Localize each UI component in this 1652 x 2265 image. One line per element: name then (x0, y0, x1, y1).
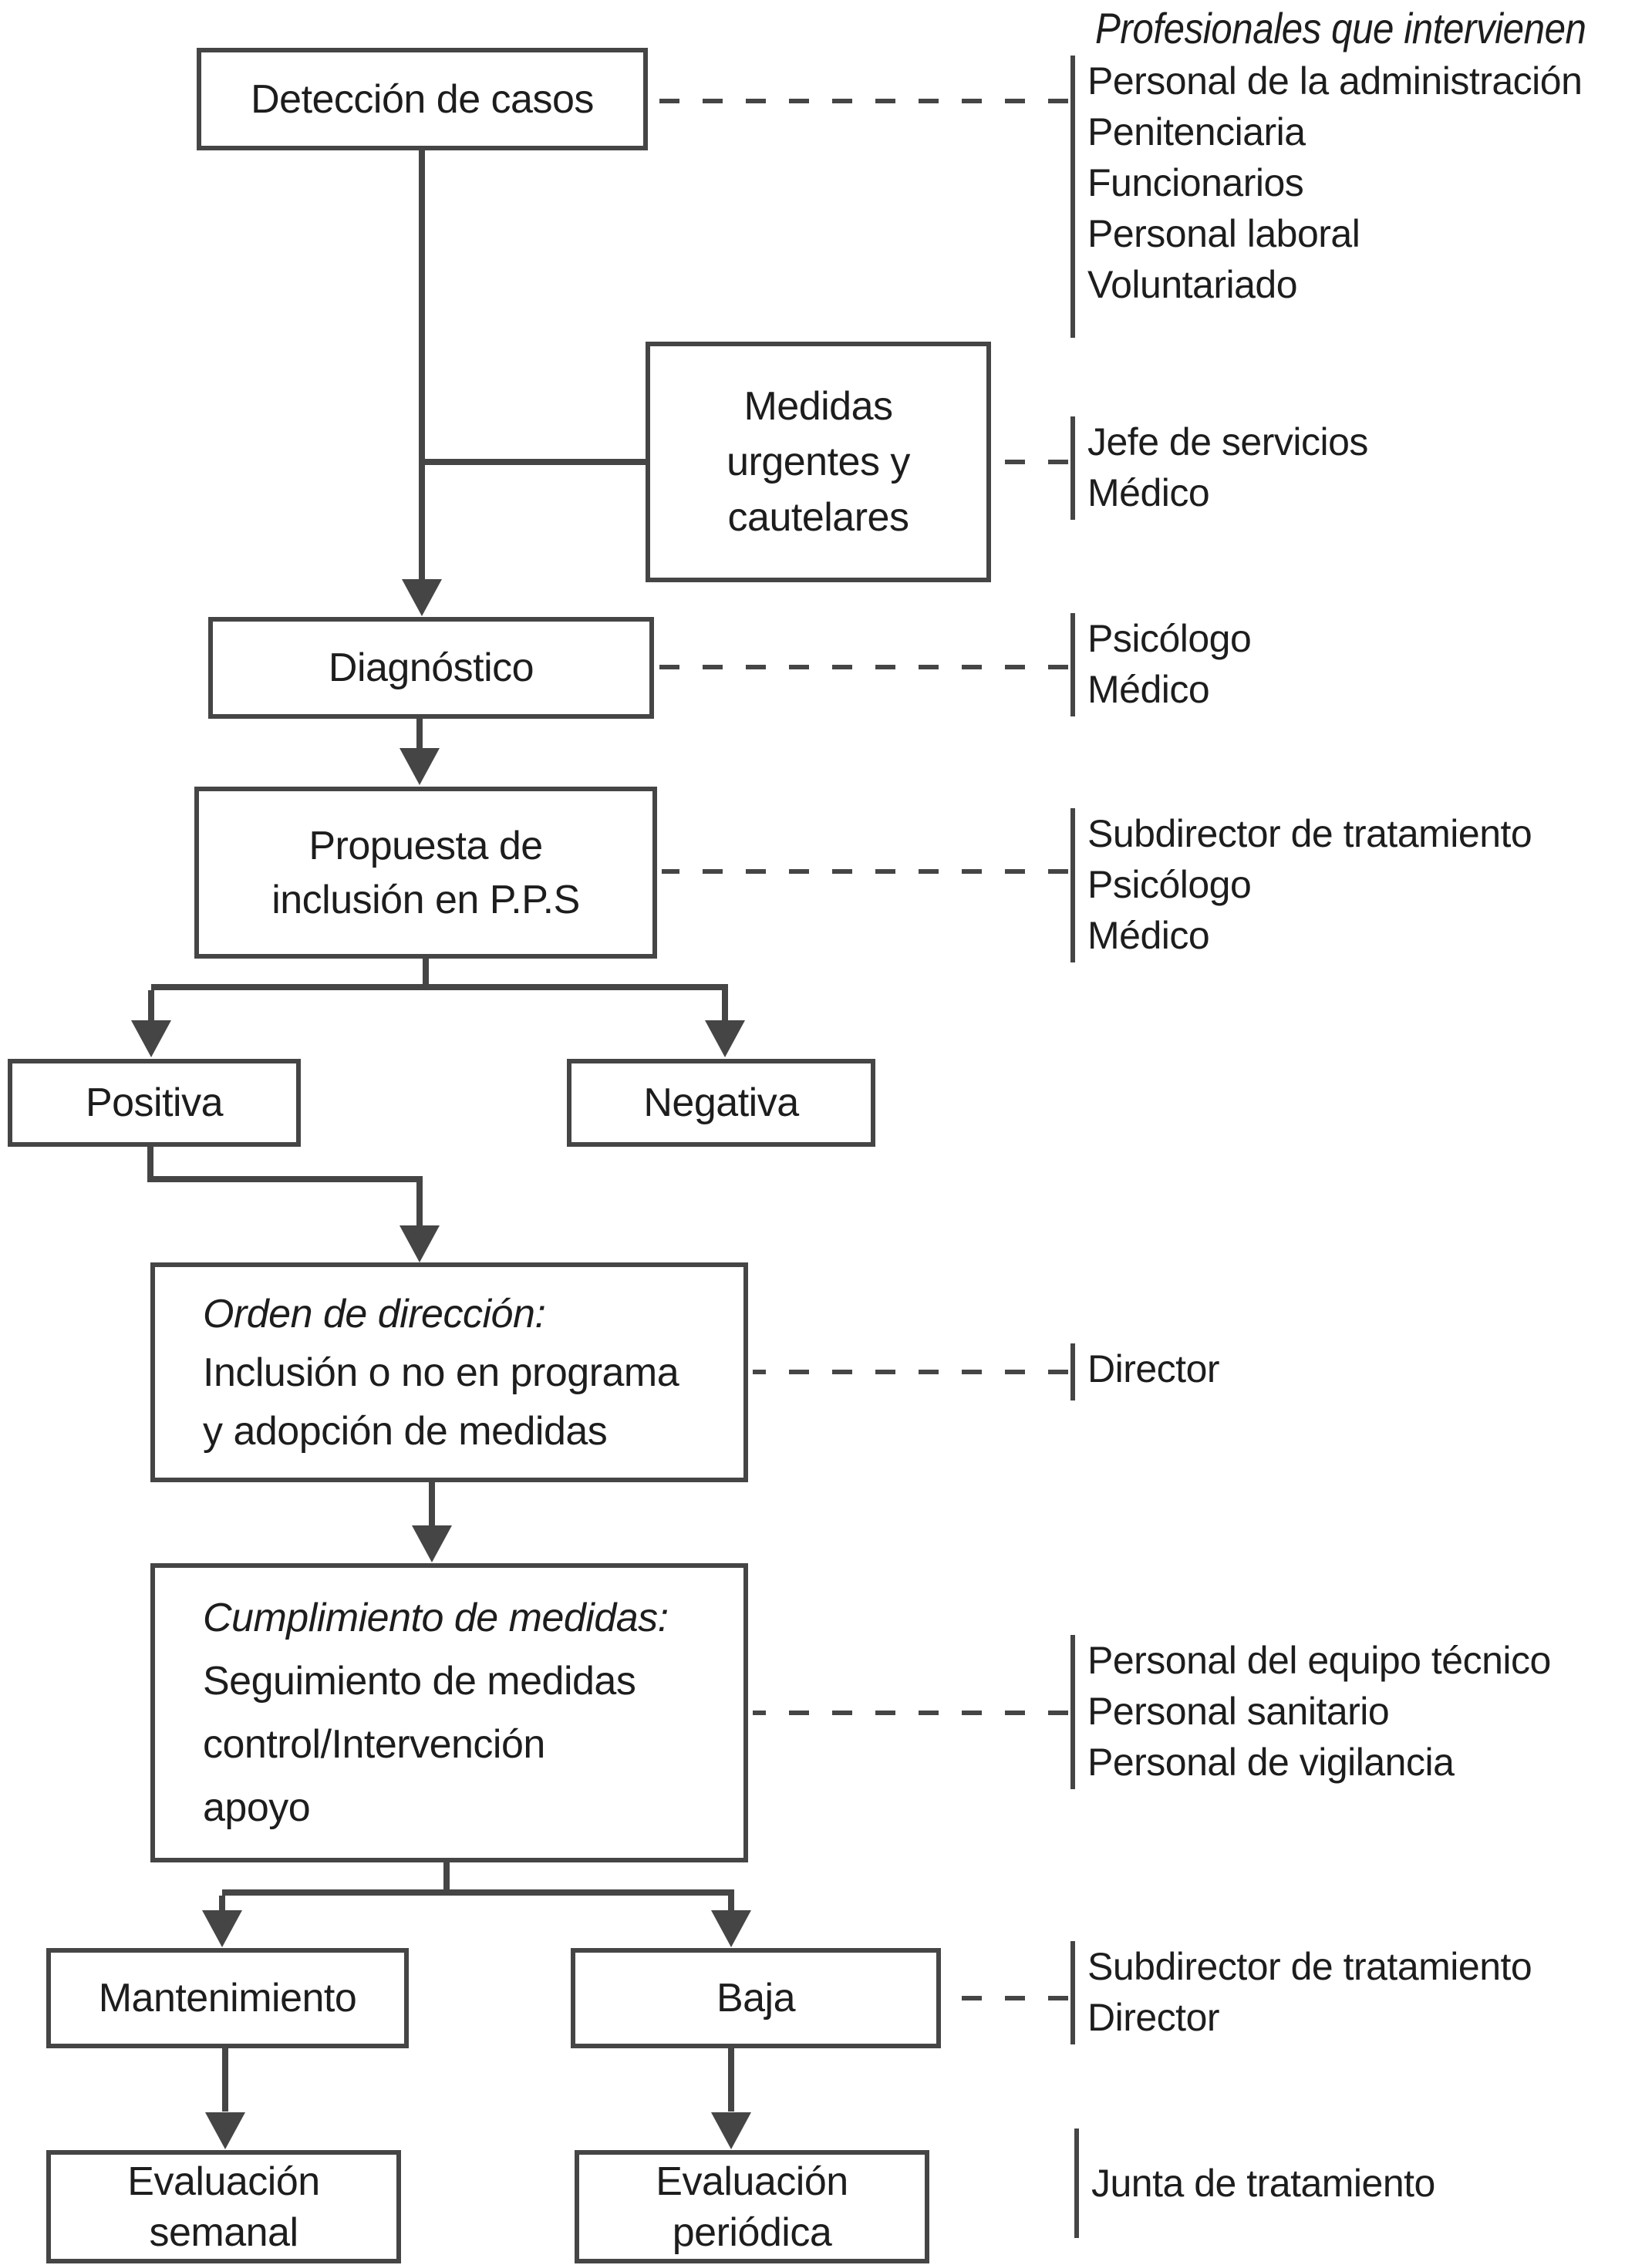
box-label-line: Evaluación (656, 2159, 848, 2204)
dashed-connector-deteccion (652, 99, 1068, 103)
box-label-line: y adopción de medidas (203, 1408, 608, 1454)
connector-diagnostico-propuesta (416, 719, 423, 754)
dashed-connector-medidas (996, 460, 1068, 464)
annotation-group-diagnostico: Psicólogo Médico (1070, 613, 1252, 716)
annotation-line: Personal de vigilancia (1087, 1741, 1455, 1784)
box-negativa: Negativa (567, 1059, 875, 1147)
dashed-connector-diagnostico (659, 665, 1068, 669)
annotation-line: Personal del equipo técnico (1087, 1639, 1551, 1682)
annotation-group-propuesta: Subdirector de tratamiento Psicólogo Méd… (1070, 808, 1532, 962)
professionals-column-title: Profesionales que intervienen (1095, 4, 1586, 52)
annotation-line: Médico (1087, 471, 1210, 514)
box-label-line: semanal (149, 2209, 298, 2255)
annotation-line: Director (1087, 1996, 1220, 2039)
arrowhead-into-cumplimiento (412, 1525, 452, 1562)
annotation-line: Personal laboral (1087, 212, 1360, 255)
connector-mantenimiento-evaluacion (222, 2048, 228, 2112)
connector-baja-evaluacion (728, 2048, 734, 2112)
box-propuesta-inclusion: Propuesta de inclusión en P.P.S (194, 787, 657, 959)
arrowhead-into-baja (711, 1910, 751, 1947)
box-evaluacion-semanal: Evaluación semanal (46, 2150, 401, 2263)
annotation-line: Junta de tratamiento (1091, 2162, 1435, 2205)
arrowhead-into-evaluacion-periodica (711, 2112, 751, 2149)
box-label: Baja (716, 1976, 796, 2021)
box-label: Mantenimiento (98, 1976, 357, 2021)
annotation-line: Médico (1087, 914, 1210, 957)
box-label-line: cautelares (727, 495, 909, 540)
box-label: Detección de casos (251, 76, 594, 122)
box-deteccion-de-casos: Detección de casos (197, 48, 648, 150)
annotation-line: Personal de la administración (1087, 59, 1583, 103)
box-label-line: Inclusión o no en programa (203, 1350, 679, 1395)
dashed-connector-propuesta (662, 869, 1068, 874)
box-label-line: Seguimiento de medidas (203, 1659, 636, 1704)
connector-deteccion-diagnostico (419, 150, 425, 584)
box-medidas-urgentes: Medidas urgentes y cautelares (646, 342, 991, 582)
annotation-line: Psicólogo (1087, 617, 1252, 660)
branch-stub-baja (728, 1896, 734, 1913)
box-label-line: Propuesta de (308, 823, 543, 868)
annotation-line: Médico (1087, 668, 1210, 711)
box-label-line: periódica (672, 2209, 832, 2255)
annotation-group-medidas: Jefe de servicios Médico (1070, 416, 1368, 520)
connector-positiva-elbow (147, 1176, 423, 1182)
arrowhead-into-orden (400, 1225, 440, 1262)
box-evaluacion-periodica: Evaluación periódica (575, 2150, 929, 2263)
annotation-line: Personal sanitario (1087, 1690, 1390, 1733)
branch-stub-negativa (722, 990, 728, 1023)
branch-stub-positiva (148, 990, 154, 1023)
annotation-line: Voluntariado (1087, 263, 1298, 306)
annotation-group-cumplimiento: Personal del equipo técnico Personal san… (1070, 1635, 1551, 1789)
dashed-connector-cumplimiento (753, 1711, 1068, 1715)
dashed-connector-orden (753, 1370, 1068, 1374)
annotation-group-evaluacion: Junta de tratamiento (1074, 2128, 1435, 2238)
connector-cumplimiento-branch (443, 1862, 450, 1896)
box-label-line: Medidas (743, 384, 893, 429)
box-orden-de-direccion: Orden de dirección: Inclusión o no en pr… (150, 1262, 748, 1482)
box-label-line: control/Intervención (203, 1722, 545, 1767)
box-label: Diagnóstico (328, 645, 534, 690)
dashed-connector-baja (946, 1996, 1068, 2000)
branch-line-positiva-negativa (151, 984, 728, 990)
box-label-line: apoyo (203, 1785, 311, 1830)
annotation-group-orden: Director (1070, 1343, 1220, 1400)
box-cumplimiento-de-medidas: Cumplimiento de medidas: Seguimiento de … (150, 1563, 748, 1862)
arrowhead-into-evaluacion-semanal (205, 2112, 245, 2149)
annotation-line: Subdirector de tratamiento (1087, 1945, 1532, 1988)
box-label-line: Evaluación (127, 2159, 320, 2204)
box-mantenimiento: Mantenimiento (46, 1948, 409, 2048)
arrowhead-into-mantenimiento (202, 1910, 242, 1947)
connector-to-medidas (422, 459, 646, 465)
connector-orden-cumplimiento (429, 1482, 435, 1526)
box-diagnostico: Diagnóstico (208, 617, 654, 719)
box-label-line: Cumplimiento de medidas: (203, 1596, 669, 1640)
box-label: Positiva (85, 1080, 224, 1125)
box-label: Negativa (643, 1080, 799, 1125)
box-label-line: urgentes y (727, 440, 910, 484)
connector-elbow-orden (416, 1176, 423, 1227)
box-positiva: Positiva (8, 1059, 301, 1147)
arrowhead-into-positiva (131, 1020, 171, 1057)
annotation-line: Jefe de servicios (1087, 420, 1368, 463)
arrowhead-into-propuesta (400, 748, 440, 785)
box-label-line: inclusión en P.P.S (271, 877, 580, 922)
annotation-line: Psicólogo (1087, 863, 1252, 906)
connector-positiva-down (147, 1147, 153, 1182)
annotation-group-deteccion: Personal de la administración Penitencia… (1070, 56, 1583, 338)
annotation-line: Director (1087, 1347, 1220, 1390)
annotation-line: Subdirector de tratamiento (1087, 812, 1532, 855)
branch-stub-mantenimiento (219, 1896, 225, 1913)
arrowhead-into-negativa (705, 1020, 745, 1057)
annotation-group-baja: Subdirector de tratamiento Director (1070, 1941, 1532, 2044)
box-baja: Baja (571, 1948, 941, 2048)
annotation-line: Funcionarios (1087, 161, 1304, 204)
connector-propuesta-branch (423, 959, 429, 990)
branch-line-mantenimiento-baja (222, 1889, 734, 1896)
box-label-line: Orden de dirección: (203, 1291, 546, 1336)
annotation-line: Penitenciaria (1087, 110, 1306, 153)
arrowhead-into-diagnostico (402, 579, 442, 616)
